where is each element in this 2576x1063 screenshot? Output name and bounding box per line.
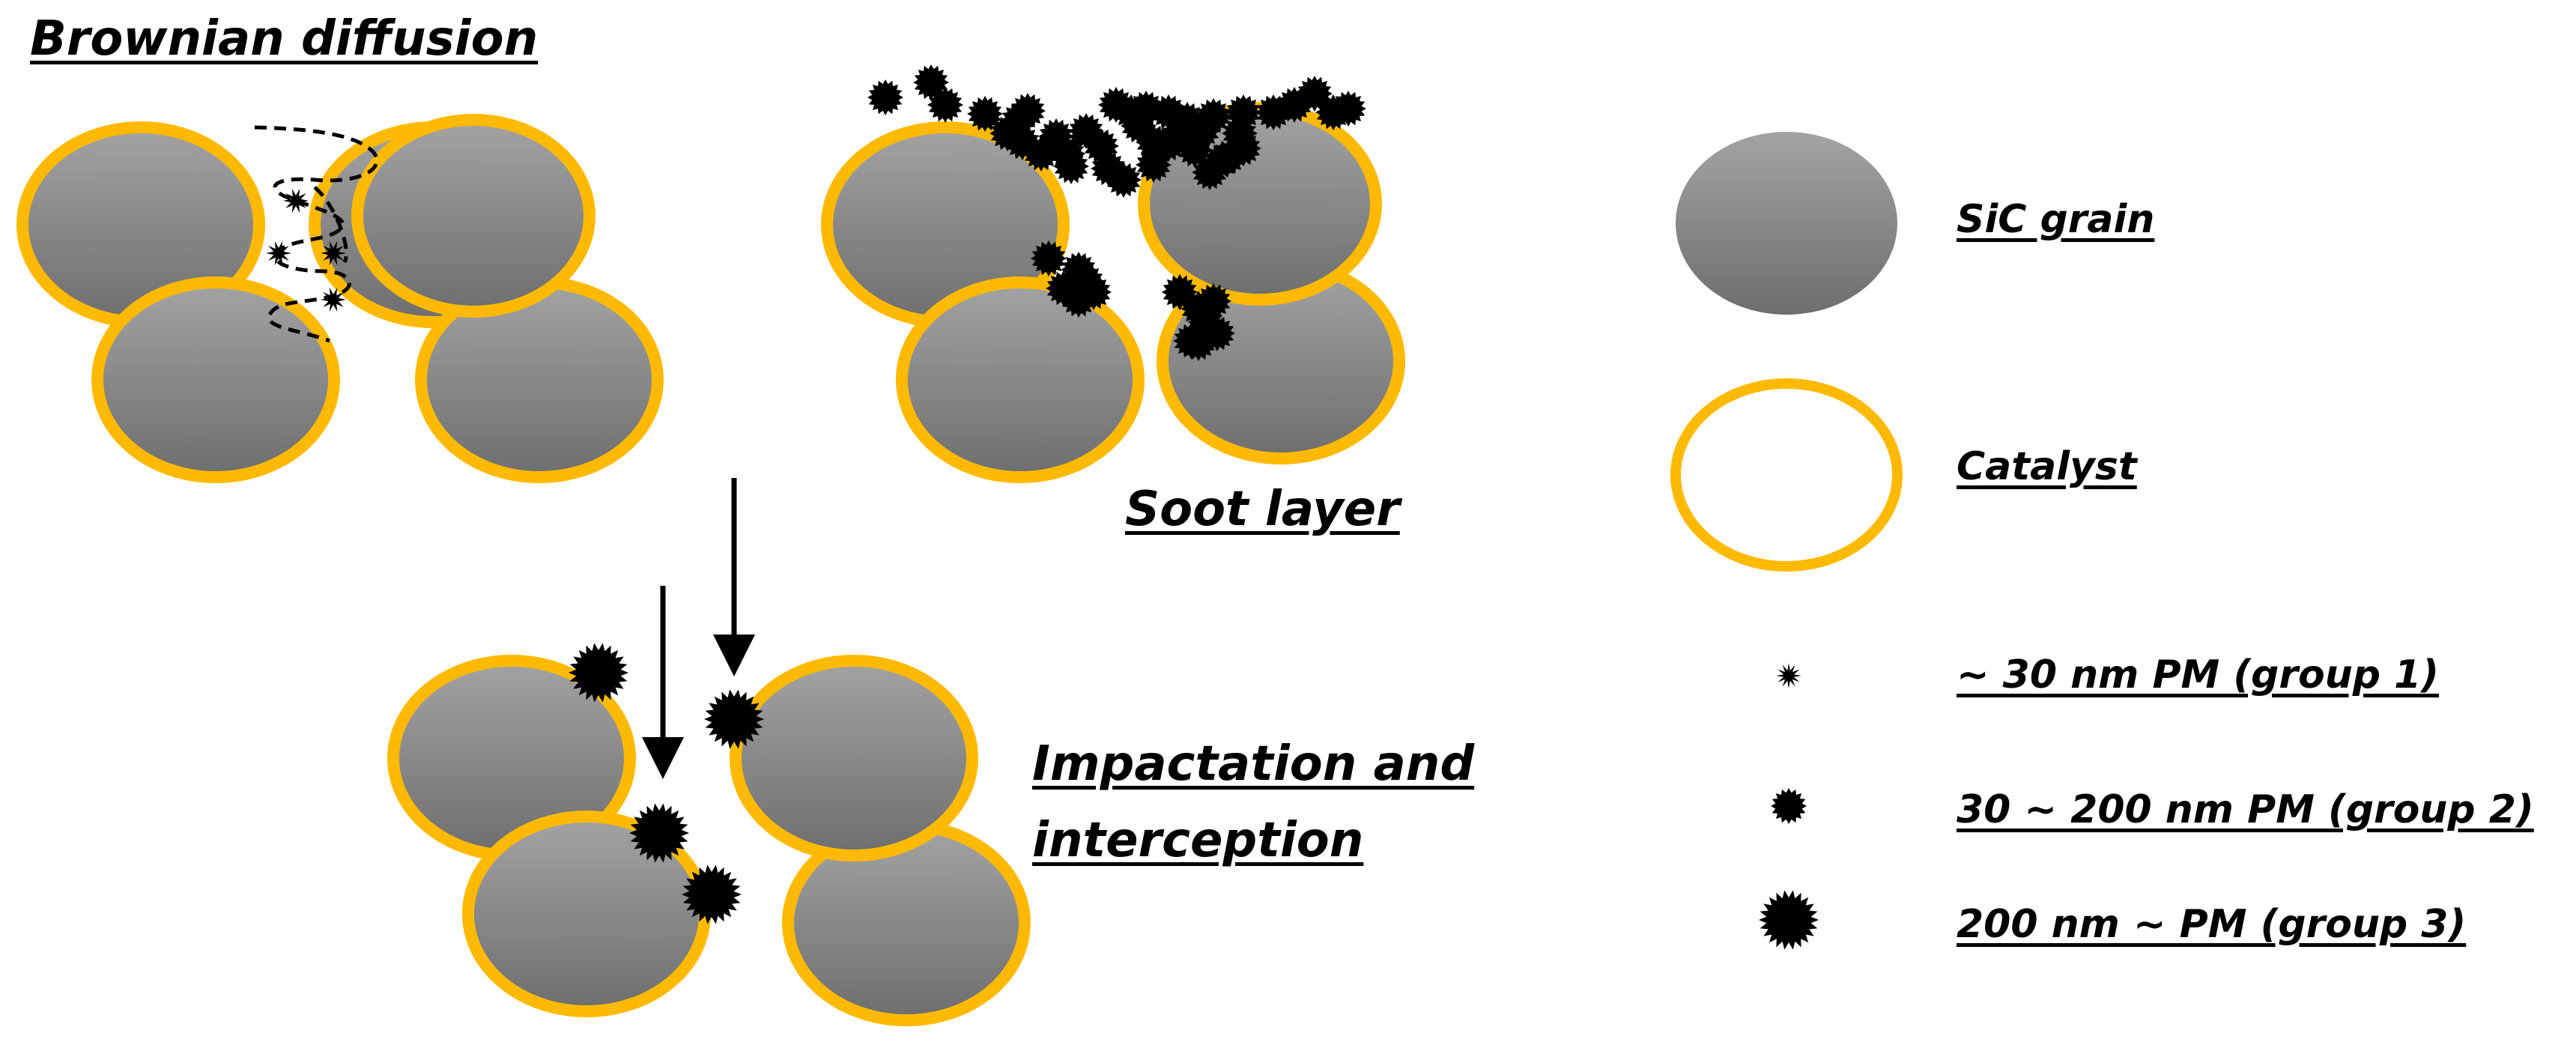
legend-group3-label: 200 nm ~ PM (group 3)	[1957, 902, 2467, 947]
pm-group3-particle	[569, 643, 628, 703]
pm-particles	[266, 64, 1819, 950]
pm-group3-particle	[704, 689, 764, 749]
pm-group3-particle	[1759, 890, 1819, 950]
sic-grain	[91, 276, 340, 483]
pm-group3-particle	[682, 864, 742, 924]
brownian-cluster	[16, 114, 664, 483]
sic-grain	[351, 114, 595, 318]
pm-group2-particle	[1173, 323, 1209, 359]
sic-grain	[730, 655, 978, 861]
legend-catalyst-label: Catalyst	[1957, 444, 2137, 489]
diffusion-path	[254, 125, 379, 343]
pm-group2-particle	[1076, 274, 1112, 310]
pm-group3-particle	[629, 803, 689, 863]
legend-group2-label: 30 ~ 200 nm PM (group 2)	[1957, 787, 2534, 832]
soot-layer-label: Soot layer	[1125, 482, 1400, 537]
soot-cluster	[821, 102, 1405, 483]
pm-group2-particle	[1225, 130, 1261, 166]
impaction-cluster	[387, 478, 1031, 1026]
pm-group1-particle	[1776, 663, 1801, 688]
pm-group2-particle	[1330, 91, 1366, 127]
pm-group1-particle	[266, 240, 291, 266]
pm-group2-particle	[1010, 93, 1046, 129]
pm-group2-particle	[927, 87, 963, 123]
pm-group1-particle	[321, 287, 346, 312]
pm-group2-particle	[1162, 117, 1198, 153]
legend-sic-grain-label: SiC grain	[1957, 197, 2155, 242]
legend-group1-label: ~ 30 nm PM (group 1)	[1957, 652, 2440, 697]
pm-group2-particle	[867, 79, 903, 115]
legend-catalyst-swatch	[1670, 378, 1903, 572]
pm-group2-particle	[967, 96, 1003, 132]
pm-group2-particle	[990, 115, 1025, 151]
diffusion-path	[313, 186, 348, 264]
impaction-label-line2: interception	[1032, 813, 1364, 868]
pm-group2-particle	[1053, 148, 1089, 184]
sic-grain	[896, 276, 1145, 483]
pm-group2-particle	[1136, 124, 1172, 160]
pm-group2-particle	[1128, 91, 1164, 127]
legend-sic-grain-swatch	[1676, 132, 1897, 315]
pm-group1-particle	[283, 188, 309, 213]
impaction-label-line1: Impactation and	[1032, 736, 1475, 792]
legend-graphics	[1670, 132, 1903, 572]
pm-group2-particle	[1771, 788, 1807, 824]
pm-group2-particle	[1031, 240, 1067, 276]
pm-group2-particle	[1091, 151, 1127, 187]
pm-group1-particle	[321, 240, 346, 266]
brownian-diffusion-label: Brownian diffusion	[30, 11, 539, 67]
